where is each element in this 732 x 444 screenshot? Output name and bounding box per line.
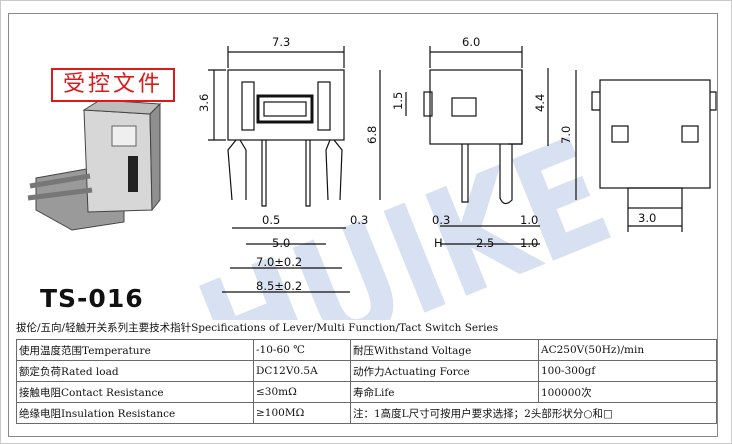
- table-cell: 100000次: [538, 381, 717, 403]
- table-row: 额定负荷Rated load DC12V0.5A 动作力Actuating Fo…: [16, 360, 717, 382]
- table-cell: 绝缘电阻Insulation Resistance: [16, 402, 254, 424]
- spec-table: 使用温度范围Temperature -10-60 ℃ 耐压Withstand V…: [16, 339, 717, 424]
- front-gap-label: 0.3: [350, 213, 368, 227]
- rear-width-label: 3.0: [638, 211, 656, 225]
- front-pitch-small-label: 0.5: [262, 213, 280, 227]
- table-cell: DC12V0.5A: [253, 360, 351, 382]
- side-view: [379, 46, 577, 245]
- side-h1-label: 1.5: [391, 92, 405, 110]
- side-h-label: H: [434, 236, 443, 250]
- table-cell: 100-300gf: [538, 360, 717, 382]
- table-cell: ≥100MΩ: [253, 402, 351, 424]
- side-c-label: 1.0: [520, 213, 538, 227]
- table-cell: 耐压Withstand Voltage: [350, 339, 539, 361]
- side-gap-label: 0.3: [432, 213, 450, 227]
- front-height-label: 3.6: [197, 94, 211, 112]
- rear-view: [591, 79, 717, 232]
- side-h4-label: 7.0: [559, 126, 573, 144]
- model-number: TS-016: [40, 284, 144, 313]
- table-cell: -10-60 ℃: [253, 339, 351, 361]
- side-d-label: 2.5: [476, 236, 494, 250]
- table-cell: 动作力Actuating Force: [350, 360, 539, 382]
- front-span2-label: 8.5±0.2: [256, 279, 302, 293]
- table-row: 使用温度范围Temperature -10-60 ℃ 耐压Withstand V…: [16, 339, 717, 361]
- table-cell: 寿命Life: [350, 381, 539, 403]
- table-cell: ≤30mΩ: [253, 381, 351, 403]
- series-title: 拔伦/五向/轻触开关系列主要技术指针Specifications of Leve…: [16, 322, 499, 334]
- side-e-label: 1.0: [520, 236, 538, 250]
- front-view: [208, 46, 350, 293]
- table-cell: 使用温度范围Temperature: [16, 339, 254, 361]
- table-cell: AC250V(50Hz)/min: [538, 339, 717, 361]
- table-cell: 额定负荷Rated load: [16, 360, 254, 382]
- side-h3-label: 4.4: [533, 94, 547, 112]
- table-row: 接触电阻Contact Resistance ≤30mΩ 寿命Life 1000…: [16, 381, 717, 403]
- table-cell: 接触电阻Contact Resistance: [16, 381, 254, 403]
- product-photo: [27, 99, 162, 231]
- side-width-label: 6.0: [462, 35, 480, 49]
- technical-drawing: HUIKE 7.3 3.6 0.5 5.0 7.0±0.2 8.5±0.2 0.…: [27, 35, 717, 320]
- front-pitch-label: 5.0: [272, 236, 290, 250]
- table-cell: 注：1高度L尺寸可按用户要求选择；2头部形状分○和□: [350, 402, 717, 424]
- controlled-document-stamp: 受控文件: [51, 68, 175, 102]
- table-row: 绝缘电阻Insulation Resistance ≥100MΩ 注：1高度L尺…: [16, 402, 717, 424]
- inner-border: [8, 13, 718, 437]
- side-h2-label: 6.8: [365, 126, 379, 144]
- front-width-label: 7.3: [272, 35, 290, 49]
- front-span1-label: 7.0±0.2: [256, 255, 302, 269]
